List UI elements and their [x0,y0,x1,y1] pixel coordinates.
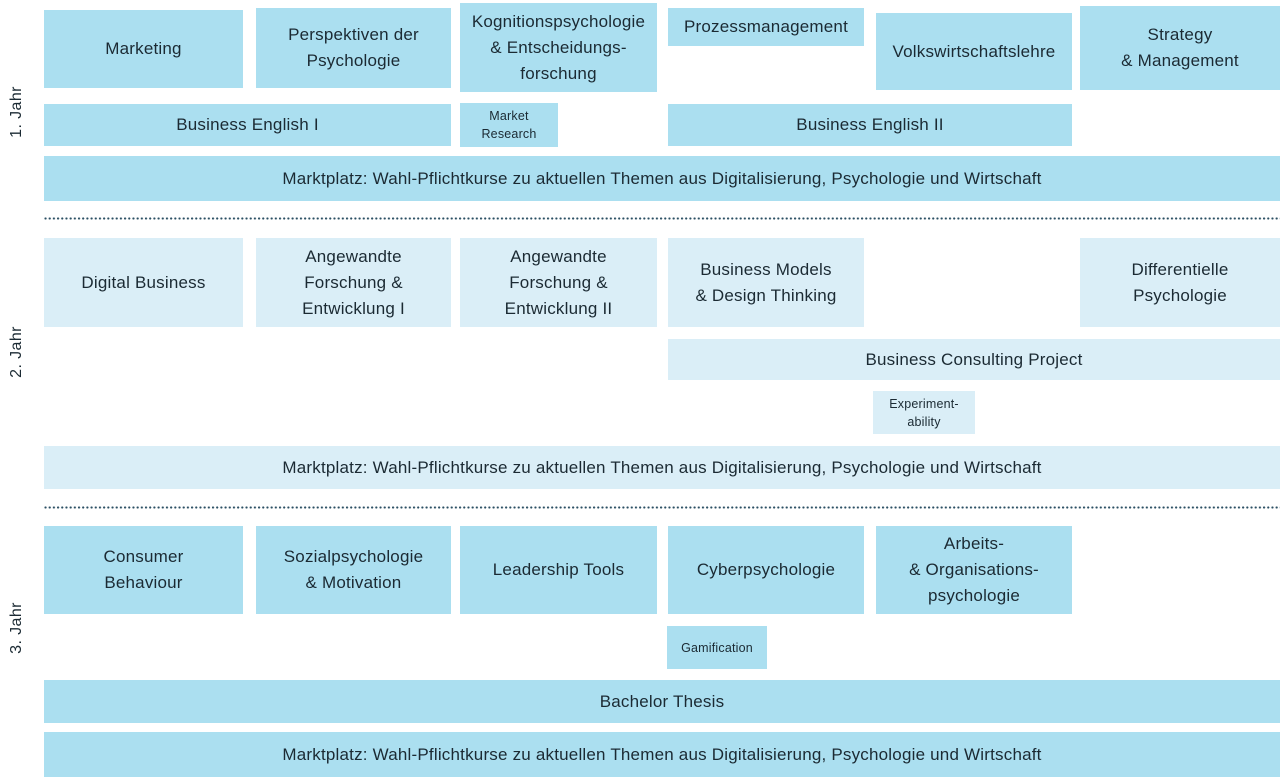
course-bachelor-thesis: Bachelor Thesis [44,680,1280,723]
marktplatz-year2: Marktplatz: Wahl-Pflichtkurse zu aktuell… [44,446,1280,489]
course-label-line: & Design Thinking [695,285,837,305]
course-cyberpsychologie: Cyberpsychologie [668,526,864,614]
course-label-line: Entwicklung I [302,298,405,318]
course-label-line: Perspektiven der [288,25,419,44]
year-label-3: 3. Jahr [8,602,25,654]
course-label-line: Market [489,109,529,123]
course-label-line: Entwicklung II [504,298,613,318]
course-label-line: Differentielle [1131,259,1229,279]
course-label-line: Bachelor Thesis [599,691,725,711]
course-business-english-1: Business English I [44,104,451,146]
divider-year1-year2 [44,217,1280,220]
course-label-line: Kognitionspsychologie [471,11,646,31]
course-label-line: Psychologie [1133,285,1227,305]
course-label-line: Angewandte [510,246,607,266]
course-label-line: Marktplatz: Wahl-Pflichtkurse zu aktuell… [282,744,1042,764]
course-label-line: Strategy [1147,25,1213,44]
course-label-line: Leadership Tools [492,560,625,579]
course-label-line: Digital Business [81,272,206,292]
marktplatz-year3: Marktplatz: Wahl-Pflichtkurse zu aktuell… [44,732,1280,777]
course-kognitionspsychologie-entscheidungsforschung: Kognitionspsychologie & Entscheidungs-for… [460,3,657,92]
course-strategy-management: Strategy & Management [1080,6,1280,90]
course-label-line: Marktplatz: Wahl-Pflichtkurse zu aktuell… [282,168,1042,188]
course-label-line: Forschung & [304,272,403,292]
course-label-line: Business Consulting Project [865,349,1083,369]
course-label-line: Angewandte [305,246,402,266]
course-label-line: Forschung & [509,272,608,292]
course-business-english-2: Business English II [668,104,1072,146]
course-arbeits-organisationspsychologie: Arbeits- & Organisations-psychologie [876,526,1072,614]
course-label-line: Business English I [176,115,319,134]
course-label-line: & Organisations- [909,560,1039,579]
course-prozessmanagement: Prozessmanagement [668,8,864,46]
divider-year2-year3 [44,506,1280,509]
course-sozialpsychologie-motivation: Sozialpsychologie & Motivation [256,526,451,614]
year-label-2: 2. Jahr [8,326,25,378]
course-label-line: Prozessmanagement [683,17,849,36]
course-label-line: Gamification [681,640,753,655]
course-label-line: Business English II [796,115,944,134]
course-label-line: Research [481,127,537,141]
course-label-line: Business Models [700,259,832,279]
course-label-line: Marketing [105,39,182,58]
course-label-line: Behaviour [104,573,183,592]
course-business-consulting-project: Business Consulting Project [668,339,1280,380]
course-gamification: Gamification [667,626,767,669]
course-label-line: Cyberpsychologie [696,560,836,579]
course-digital-business: Digital Business [44,238,243,327]
course-experimentability: Experiment-ability [873,391,975,434]
course-label-line: psychologie [928,586,1020,605]
course-label-line: & Motivation [305,573,402,592]
course-label-line: Psychologie [306,51,401,70]
course-volkswirtschaftslehre: Volkswirtschaftslehre [876,13,1072,90]
course-leadership-tools: Leadership Tools [460,526,657,614]
course-label-line: & Entscheidungs- [490,37,627,57]
course-label-line: ability [907,414,941,429]
course-business-models-design-thinking: Business Models & Design Thinking [668,238,864,327]
course-label-line: Marktplatz: Wahl-Pflichtkurse zu aktuell… [282,457,1042,477]
marktplatz-year1: Marktplatz: Wahl-Pflichtkurse zu aktuell… [44,156,1280,201]
course-label-line: Consumer [103,547,184,566]
course-label-line: Experiment- [889,396,959,411]
course-label-line: Arbeits- [943,534,1005,553]
course-label-line: forschung [520,63,597,83]
year-label-1: 1. Jahr [8,86,25,138]
course-marketing: Marketing [44,10,243,88]
course-label-line: & Management [1121,51,1239,70]
course-label-line: Sozialpsychologie [283,547,424,566]
course-label-line: Volkswirtschaftslehre [892,41,1056,61]
